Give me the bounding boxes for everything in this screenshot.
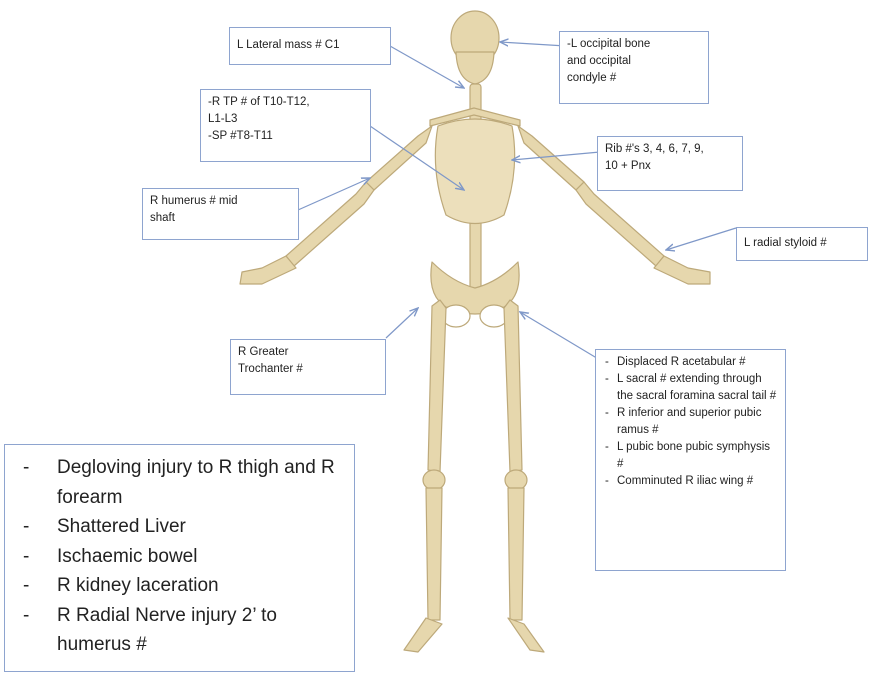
pelvis-injury-list: Displaced R acetabular # L sacral # exte…	[603, 354, 778, 490]
c1-fracture-label: L Lateral mass # C1	[229, 27, 391, 65]
list-item: L pubic bone pubic symphysis #	[603, 439, 778, 473]
list-item: Ischaemic bowel	[15, 542, 344, 572]
occipital-fracture-label: -L occipital bone and occipital condyle …	[559, 31, 709, 104]
trochanter-fracture-label: R Greater Trochanter #	[230, 339, 386, 395]
list-item: Degloving injury to R thigh and R forear…	[15, 453, 344, 512]
rib-fracture-label: Rib #'s 3, 4, 6, 7, 9, 10 + Pnx	[597, 136, 743, 191]
radial-styloid-label: L radial styloid #	[736, 227, 868, 261]
soft-tissue-injuries-box: Degloving injury to R thigh and R forear…	[4, 444, 355, 672]
list-item: R Radial Nerve injury 2’ to humerus #	[15, 601, 344, 660]
list-item: R kidney laceration	[15, 571, 344, 601]
list-item: Displaced R acetabular #	[603, 354, 778, 371]
humerus-fracture-label: R humerus # mid shaft	[142, 188, 299, 240]
pelvis-injuries-box: Displaced R acetabular # L sacral # exte…	[595, 349, 786, 571]
soft-tissue-injury-list: Degloving injury to R thigh and R forear…	[15, 453, 344, 660]
list-item: Comminuted R iliac wing #	[603, 473, 778, 490]
spine-fracture-label: -R TP # of T10-T12, L1-L3 -SP #T8-T11	[200, 89, 371, 162]
list-item: R inferior and superior pubic ramus #	[603, 405, 778, 439]
list-item: Shattered Liver	[15, 512, 344, 542]
list-item: L sacral # extending through the sacral …	[603, 371, 778, 405]
